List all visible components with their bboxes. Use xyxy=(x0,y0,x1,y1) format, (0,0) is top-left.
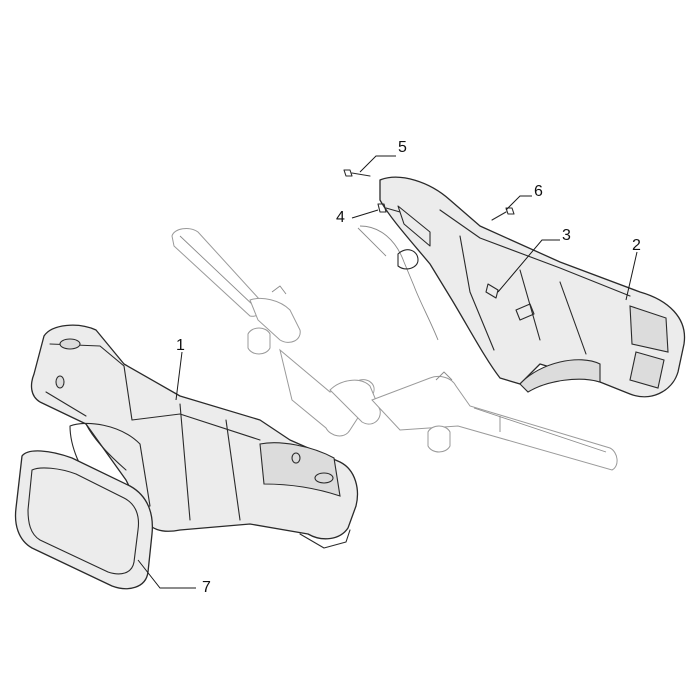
handlebar-assembly xyxy=(171,228,618,471)
fasteners xyxy=(343,169,535,321)
callout-2: 2 xyxy=(632,237,641,254)
callout-6: 6 xyxy=(534,183,543,200)
rear-handlebar-cover xyxy=(357,176,686,398)
front-handlebar-cover xyxy=(30,324,359,549)
callout-5: 5 xyxy=(398,139,407,156)
screw-part-5 xyxy=(343,169,371,177)
callout-7: 7 xyxy=(202,579,211,596)
callout-labels: 1 2 3 4 5 6 7 xyxy=(176,139,641,596)
callout-4: 4 xyxy=(336,209,345,226)
callout-3: 3 xyxy=(562,227,571,244)
switch-connector xyxy=(397,249,419,270)
callout-1: 1 xyxy=(176,337,185,354)
screw-part-4 xyxy=(377,203,401,213)
clip-part-3 xyxy=(485,283,499,299)
screw-part-6 xyxy=(491,207,515,221)
leader-lines xyxy=(137,155,638,589)
